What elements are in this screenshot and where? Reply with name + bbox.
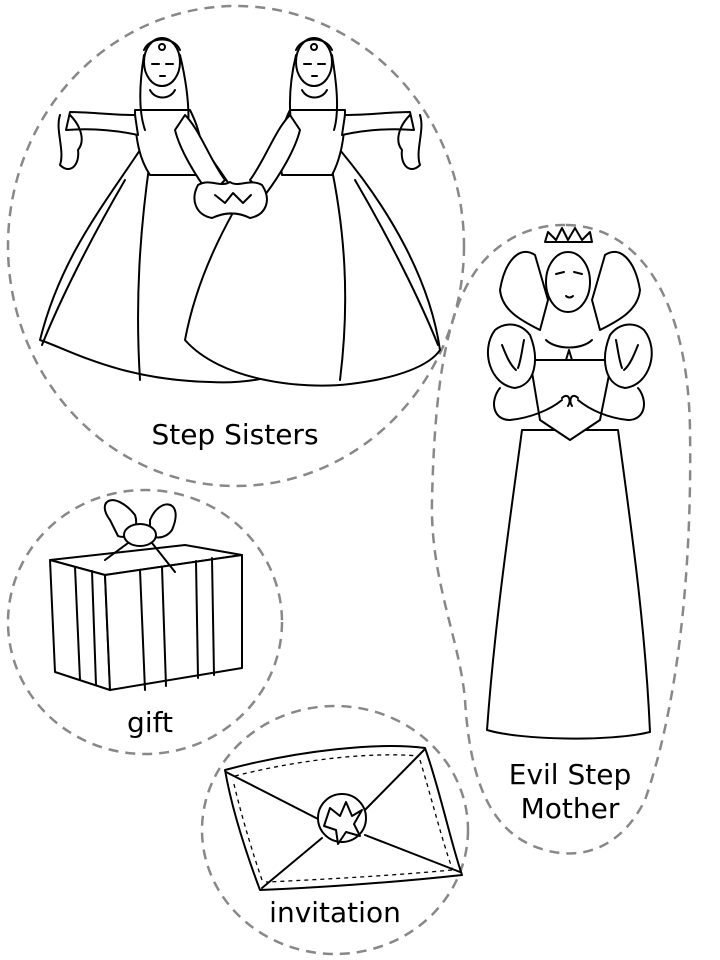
evil-step-mother-label-line1: Evil Step <box>508 758 632 791</box>
evil-step-mother-illustration <box>486 227 653 740</box>
evil-step-mother-label: Evil Step Mother <box>470 758 670 826</box>
gift-cut-outline <box>6 488 284 756</box>
invitation-illustration <box>224 745 463 891</box>
evil-step-mother-label-line2: Mother <box>520 792 620 825</box>
gift-illustration <box>49 499 243 691</box>
gift-label: gift <box>127 706 173 739</box>
step-sisters-cut-outline <box>6 4 466 488</box>
invitation-label: invitation <box>269 896 401 929</box>
evil-step-mother-cut-outline <box>430 223 692 855</box>
step-sisters-label: Step Sisters <box>151 418 319 451</box>
step-sisters-illustration <box>39 37 441 387</box>
invitation-cut-outline <box>200 704 470 956</box>
